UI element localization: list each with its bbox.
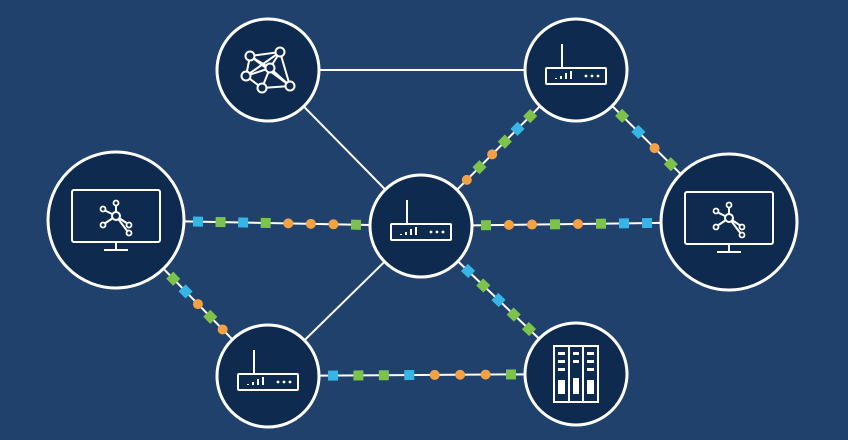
- packet-green: [521, 322, 537, 337]
- packet-blue: [491, 292, 506, 308]
- node-circle: [523, 17, 629, 123]
- packet-green: [523, 109, 538, 124]
- packet-blue: [460, 263, 476, 278]
- packet-green: [505, 369, 517, 380]
- packet-green: [215, 216, 226, 228]
- packet-blue: [404, 370, 415, 381]
- node-router-center[interactable]: [368, 173, 474, 279]
- node-circle: [368, 173, 474, 279]
- packet-blue: [631, 124, 646, 140]
- packet-green: [497, 134, 512, 149]
- node-router-bottom-left[interactable]: [215, 323, 321, 429]
- node-server-bottom-right[interactable]: [523, 321, 629, 427]
- packet-orange: [429, 369, 440, 380]
- packet-blue: [510, 121, 525, 136]
- packet-green: [203, 309, 218, 324]
- node-mesh[interactable]: [215, 17, 321, 123]
- packets-layer: [166, 108, 678, 381]
- packet-blue: [192, 216, 204, 227]
- packet-orange: [573, 218, 584, 229]
- packet-orange: [283, 218, 294, 229]
- packet-orange: [192, 299, 203, 310]
- packet-green: [595, 218, 607, 229]
- packet-orange: [649, 143, 660, 154]
- node-router-top-right[interactable]: [523, 17, 629, 123]
- node-monitor-right[interactable]: [659, 152, 799, 292]
- nodes-layer: [46, 17, 799, 429]
- packet-green: [549, 219, 561, 230]
- packet-orange: [487, 149, 498, 160]
- node-circle: [215, 323, 321, 429]
- node-monitor-left[interactable]: [46, 150, 186, 290]
- packet-green: [260, 217, 271, 229]
- packet-green: [353, 370, 364, 381]
- packet-orange: [461, 174, 472, 185]
- packet-green: [472, 160, 487, 175]
- packet-blue: [327, 370, 339, 381]
- packet-green: [378, 370, 389, 381]
- packet-green: [480, 220, 492, 231]
- link-router-center-to-router-bottom-left: [303, 260, 386, 342]
- packet-blue: [178, 284, 193, 299]
- packet-green: [166, 271, 181, 286]
- packet-orange: [503, 219, 514, 230]
- node-circle: [523, 321, 629, 427]
- packet-blue: [238, 217, 249, 228]
- packet-green: [476, 278, 491, 293]
- packet-orange: [455, 369, 466, 380]
- packet-orange: [526, 219, 537, 230]
- packet-green: [350, 219, 362, 230]
- packet-blue: [641, 218, 653, 229]
- link-mesh-to-router-center: [302, 105, 387, 191]
- packet-orange: [328, 219, 339, 230]
- link-router-center-to-monitor-right: [471, 221, 662, 227]
- packet-green: [615, 108, 630, 123]
- packet-orange: [480, 369, 491, 380]
- packet-orange: [217, 324, 228, 335]
- link-monitor-left-to-router-center: [183, 220, 371, 226]
- link-router-bottom-left-to-server-bottom-right: [318, 373, 526, 377]
- link-router-center-to-router-top-right: [456, 105, 541, 191]
- packet-blue: [618, 218, 630, 229]
- packet-green: [506, 307, 521, 322]
- packet-green: [663, 157, 678, 172]
- packet-orange: [305, 218, 316, 229]
